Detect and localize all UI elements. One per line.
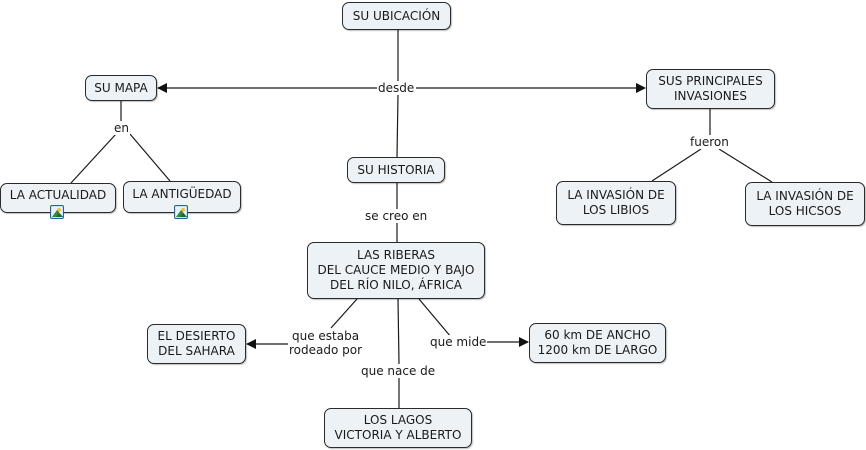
node-label: LAS RIBERAS [357,248,435,262]
node-su-mapa[interactable]: SU MAPA [85,75,157,101]
node-label: LA ANTIGÜEDAD [132,186,232,201]
node-desierto-sahara[interactable]: EL DESIERTO DEL SAHARA [147,324,246,364]
node-label: SU UBICACIÓN [352,8,441,23]
node-label: LA INVASIÓN DE [756,189,854,203]
link-line-fueron-hicsos [718,148,773,183]
node-las-riberas[interactable]: LAS RIBERAS DEL CAUCE MEDIO Y BAJO DEL R… [307,242,485,299]
node-la-antiguedad[interactable]: LA ANTIGÜEDAD [123,181,241,213]
link-label-text: rodeado por [289,343,363,357]
node-label: SU HISTORIA [357,162,435,177]
link-label-text: que estaba [291,329,360,343]
node-label: LA ACTUALIDAD [9,187,107,202]
link-label-text: en [114,121,129,135]
link-label-que-nace-de[interactable]: que nace de [360,364,437,378]
link-line-en-actualidad [70,133,117,184]
node-invasion-hicsos[interactable]: LA INVASIÓN DE LOS HICSOS [745,182,865,226]
link-line-riberas-mide [418,298,452,338]
node-label: EL DESIERTO [157,329,236,343]
node-label: DEL SAHARA [158,344,235,358]
node-su-ubicacion[interactable]: SU UBICACIÓN [342,2,451,30]
node-sus-principales-invasiones[interactable]: SUS PRINCIPALES INVASIONES [646,69,775,109]
node-label: LOS LIBIOS [582,203,650,217]
node-label: 60 km DE ANCHO [544,328,651,342]
link-label-en[interactable]: en [113,121,130,135]
node-medidas[interactable]: 60 km DE ANCHO 1200 km DE LARGO [529,323,666,363]
link-label-text: que mide [430,335,487,349]
link-label-se-creo-en[interactable]: se creo en [364,209,429,223]
link-line-en-antiguedad [129,133,171,182]
link-label-fueron[interactable]: fueron [689,135,730,149]
node-label: LA INVASIÓN DE [567,188,665,202]
link-label-que-estaba-rodeado-por[interactable]: que estaba rodeado por [288,329,364,357]
node-su-historia[interactable]: SU HISTORIA [347,157,445,183]
image-icon[interactable] [50,205,64,219]
node-label: SUS PRINCIPALES [658,74,763,88]
link-label-text: fueron [690,135,729,149]
node-label: VICTORIA Y ALBERTO [334,428,462,442]
node-label: SU MAPA [94,80,148,95]
node-label: DEL RÍO NILO, ÁFRICA [330,278,462,292]
node-label: INVASIONES [674,89,747,103]
image-icon[interactable] [174,205,188,219]
link-label-text: se creo en [365,209,428,223]
link-line-desde-historia [396,94,399,158]
node-invasion-libios[interactable]: LA INVASIÓN DE LOS LIBIOS [556,181,676,225]
node-label: DEL CAUCE MEDIO Y BAJO [317,263,475,277]
link-label-desde[interactable]: desde [377,81,416,95]
node-label: LOS LAGOS [363,413,433,427]
link-line-riberas-rodeado [330,298,358,329]
link-label-text: que nace de [361,364,436,378]
link-line-fueron-libios [651,148,702,182]
link-line-riberas-nace [397,298,400,365]
node-label: 1200 km DE LARGO [537,343,658,357]
link-label-text: desde [378,81,415,95]
node-label: LOS HICSOS [768,204,842,218]
node-los-lagos[interactable]: LOS LAGOS VICTORIA Y ALBERTO [324,408,472,448]
link-label-que-mide[interactable]: que mide [429,335,488,349]
